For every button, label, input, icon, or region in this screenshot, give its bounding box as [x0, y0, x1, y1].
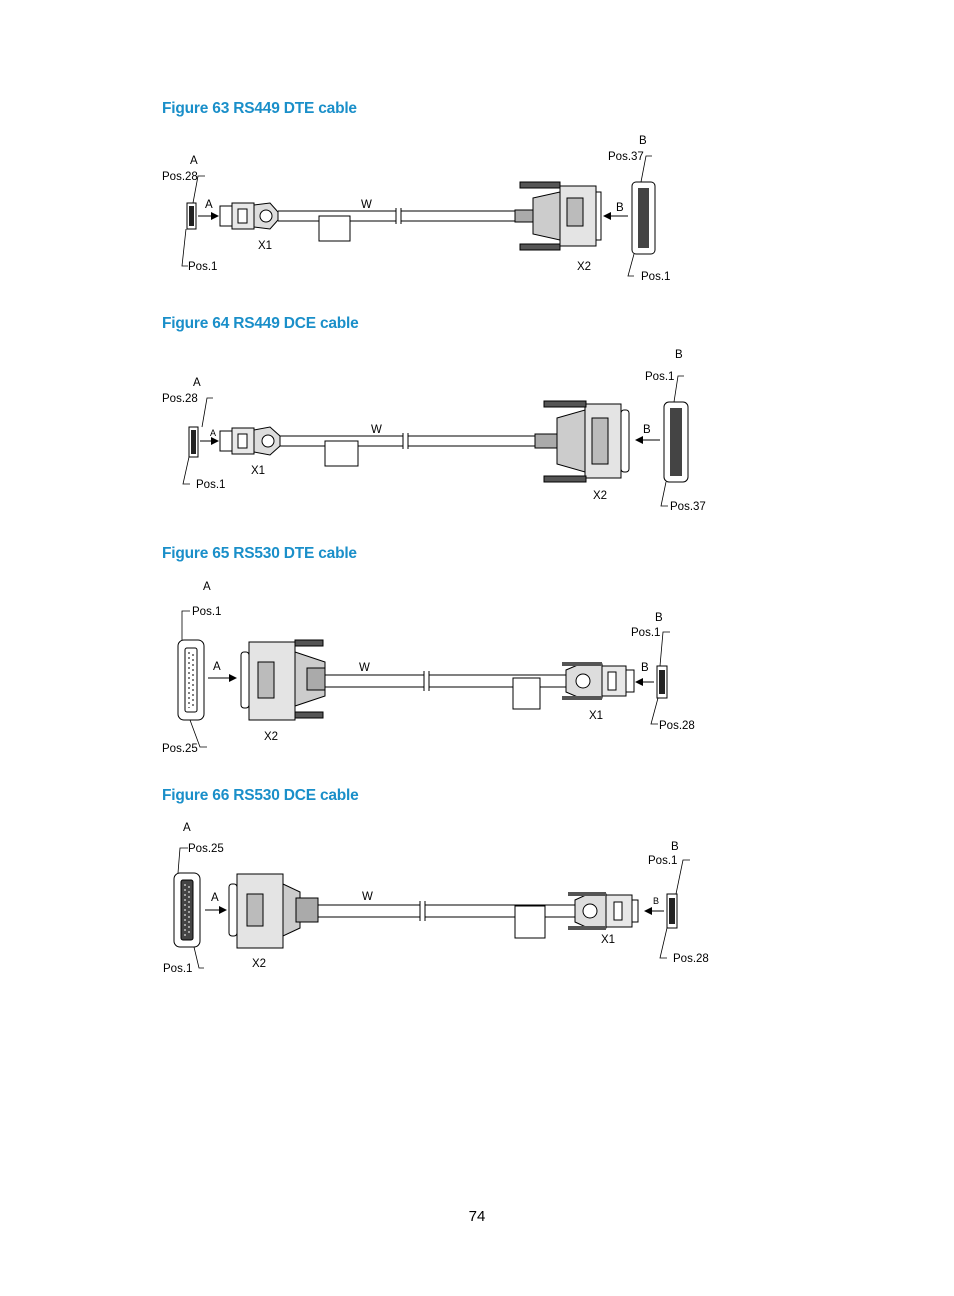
a-bottom-pos-label: Pos.25 — [162, 743, 198, 755]
x2-connector-icon — [240, 639, 326, 721]
end-b-face-icon — [656, 665, 668, 699]
end-b-face-icon — [663, 401, 689, 483]
end-a-face-icon — [188, 426, 199, 458]
cable-w-label: W — [361, 199, 372, 211]
x2-connector-icon — [534, 400, 630, 483]
a-top-pos-label: Pos.28 — [162, 171, 198, 183]
cable-w-label: W — [359, 662, 370, 674]
arrow-a-label: A — [211, 892, 219, 904]
b-bottom-pos-label: Pos.28 — [659, 720, 695, 732]
arrow-a-label: A — [210, 428, 216, 438]
arrow-a-label: A — [205, 199, 213, 211]
end-b-label: B — [675, 349, 683, 361]
figure-65-caption: Figure 65 RS530 DTE cable — [162, 545, 357, 562]
a-top-pos-label: Pos.1 — [192, 606, 221, 618]
x1-connector-icon — [219, 426, 281, 456]
x1-label: X1 — [601, 934, 615, 946]
arrow-b-label: B — [643, 424, 651, 436]
x2-connector-icon — [514, 181, 602, 251]
arrow-b-label: B — [616, 202, 624, 214]
cable-w-icon — [278, 208, 515, 242]
end-a-face-icon — [173, 872, 201, 948]
x1-connector-icon — [219, 202, 279, 230]
end-b-label: B — [655, 612, 663, 624]
b-bottom-pos-label: Pos.37 — [670, 501, 706, 513]
figure-64-caption: Figure 64 RS449 DCE cable — [162, 315, 359, 332]
cable-w-icon — [318, 901, 575, 939]
b-bottom-pos-label: Pos.28 — [673, 953, 709, 965]
end-b-face-icon — [631, 181, 656, 255]
a-top-pos-label: Pos.28 — [162, 393, 198, 405]
cable-w-label: W — [371, 424, 382, 436]
end-a-face-icon — [177, 639, 205, 721]
x1-label: X1 — [251, 465, 265, 477]
x2-label: X2 — [577, 261, 591, 273]
x2-connector-icon — [228, 873, 319, 949]
arrow-b-label: B — [641, 662, 649, 674]
arrow-a-label: A — [213, 661, 221, 673]
end-a-label: A — [193, 377, 201, 389]
x1-connector-icon — [568, 892, 639, 930]
x2-label: X2 — [593, 490, 607, 502]
page-number: 74 — [468, 1208, 486, 1225]
cable-w-label: W — [362, 891, 373, 903]
a-bottom-pos-label: Pos.1 — [188, 261, 217, 273]
figure-66-caption: Figure 66 RS530 DCE cable — [162, 787, 359, 804]
end-b-label: B — [639, 135, 647, 147]
x2-label: X2 — [264, 731, 278, 743]
b-top-pos-label: Pos.1 — [648, 855, 677, 867]
end-b-label: B — [671, 841, 679, 853]
x1-connector-icon — [562, 662, 635, 700]
cable-w-icon — [280, 433, 535, 467]
x1-label: X1 — [258, 240, 272, 252]
cable-w-icon — [325, 671, 566, 710]
a-bottom-pos-label: Pos.1 — [163, 963, 192, 975]
x2-label: X2 — [252, 958, 266, 970]
end-a-face-icon — [186, 202, 197, 230]
end-a-label: A — [183, 822, 191, 834]
b-top-pos-label: Pos.1 — [631, 627, 660, 639]
figure-63-caption: Figure 63 RS449 DTE cable — [162, 100, 357, 117]
a-top-pos-label: Pos.25 — [188, 843, 224, 855]
b-bottom-pos-label: Pos.1 — [641, 271, 670, 283]
arrow-b-label: B — [653, 896, 659, 906]
end-a-label: A — [203, 581, 211, 593]
b-top-pos-label: Pos.37 — [608, 151, 644, 163]
b-top-pos-label: Pos.1 — [645, 371, 674, 383]
a-bottom-pos-label: Pos.1 — [196, 479, 225, 491]
end-a-label: A — [190, 155, 198, 167]
x1-label: X1 — [589, 710, 603, 722]
end-b-face-icon — [666, 893, 678, 929]
